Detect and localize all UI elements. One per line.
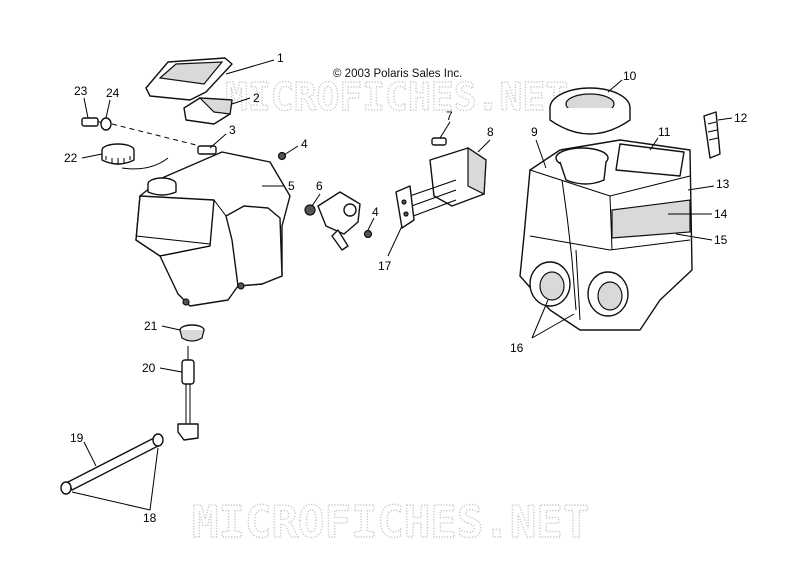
callout-13: 13: [716, 177, 730, 191]
copyright-text: © 2003 Polaris Sales Inc.: [333, 68, 462, 80]
part-10-foam-ring[interactable]: [549, 87, 631, 135]
callout-12: 12: [734, 111, 748, 125]
callout-8: 8: [487, 125, 494, 139]
callout-22: 22: [64, 151, 78, 165]
callout-11: 11: [658, 125, 671, 139]
part-12-clip[interactable]: [703, 111, 721, 159]
part-4-nut-upper[interactable]: [277, 151, 287, 161]
callout-4-upper: 4: [301, 137, 308, 151]
watermark-top: MICROFICHES.NET: [225, 75, 568, 119]
callout-21: 21: [144, 319, 158, 333]
callout-20: 20: [142, 361, 156, 375]
part-22-filler-cap[interactable]: [101, 143, 135, 165]
callout-23: 23: [74, 84, 88, 98]
callout-10: 10: [623, 69, 637, 83]
callout-18: 18: [143, 511, 157, 525]
part-17-bracket[interactable]: [395, 185, 415, 229]
air-box-assembly[interactable]: [519, 139, 693, 331]
oil-pump-fitting[interactable]: [317, 191, 361, 251]
part-18-clamps[interactable]: [60, 433, 164, 495]
callout-14: 14: [714, 207, 728, 221]
part-24-nut[interactable]: [100, 117, 112, 131]
part-8-connector[interactable]: [403, 146, 487, 219]
part-5-oil-tank[interactable]: [135, 151, 291, 307]
part-3-bolt[interactable]: [197, 145, 217, 155]
callout-3: 3: [229, 123, 236, 137]
callout-4-lower: 4: [372, 205, 379, 219]
part-1-tank-cover[interactable]: [145, 57, 233, 101]
callout-1: 1: [277, 51, 284, 65]
callout-24: 24: [106, 86, 120, 100]
callout-2: 2: [253, 91, 260, 105]
callout-16: 16: [510, 341, 524, 355]
part-21-grommet[interactable]: [179, 324, 205, 342]
callout-17: 17: [378, 259, 392, 273]
part-4-nut-lower[interactable]: [363, 229, 373, 239]
part-6-seal[interactable]: [304, 204, 316, 216]
callout-7: 7: [446, 109, 453, 123]
callout-5: 5: [288, 179, 295, 193]
part-2-foam-pad[interactable]: [183, 97, 233, 125]
part-20-level-sensor[interactable]: [177, 346, 199, 441]
callout-6: 6: [316, 179, 323, 193]
callout-19: 19: [70, 431, 84, 445]
part-7-screw[interactable]: [431, 137, 447, 146]
callout-15: 15: [714, 233, 728, 247]
callout-9: 9: [531, 125, 538, 139]
watermark-bottom: MICROFICHES.NET: [192, 497, 589, 548]
part-19-hose[interactable]: [67, 437, 159, 491]
